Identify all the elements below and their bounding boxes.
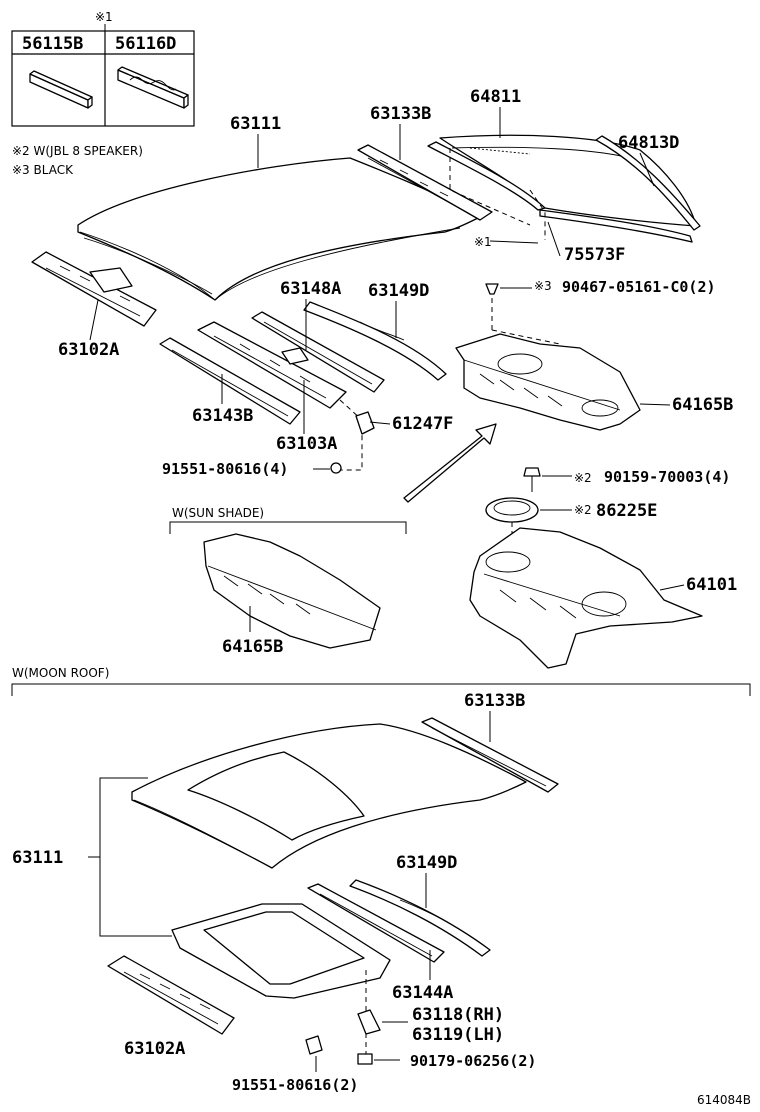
label-90159: 90159-70003(4) (604, 468, 730, 486)
label-91551-top: 91551-80616(4) (162, 460, 288, 478)
emblem-plate-plain-icon (29, 70, 93, 109)
diagram-code: 614084B (697, 1093, 751, 1107)
bracket-63118-icon (357, 1009, 381, 1035)
moon-roof-bows-illustration (307, 879, 491, 963)
clip-91551-moon-icon (305, 1035, 323, 1055)
variant-table: ※1 56115B 56116D (11, 10, 195, 127)
label-63119: 63119(LH) (412, 1025, 504, 1045)
table-col-56116d: 56116D (115, 34, 176, 54)
clip-91551-icon (330, 462, 342, 474)
label-86225e: 86225E (596, 501, 657, 521)
label-61247f: 61247F (392, 414, 453, 434)
label-63149d: 63149D (368, 281, 429, 301)
label-90179: 90179-06256(2) (410, 1052, 536, 1070)
label-90467: 90467-05161-C0(2) (562, 278, 716, 296)
label-63148a: 63148A (280, 279, 341, 299)
label-63102a-top: 63102A (58, 340, 119, 360)
sunshade-tray-illustration (203, 533, 381, 649)
label-64165b-top: 64165B (672, 395, 733, 415)
roof-bows-illustration (159, 301, 447, 425)
moon-front-header-illustration (107, 955, 235, 1035)
table-note-mark: ※1 (95, 10, 113, 24)
bolt-90159-icon (523, 467, 541, 492)
direction-arrow-icon (403, 423, 497, 503)
label-63102a-moon: 63102A (124, 1039, 185, 1059)
label-91551-moon: 91551-80616(2) (232, 1076, 358, 1094)
label-64811: 64811 (470, 87, 521, 107)
speaker-86225e-icon (485, 497, 539, 523)
note-jbl-speaker: ※2 W(JBL 8 SPEAKER) (12, 144, 143, 158)
label-63118: 63118(RH) (412, 1005, 504, 1025)
label-63144a: 63144A (392, 983, 453, 1003)
label-63149d-moon: 63149D (396, 853, 457, 873)
sun-shade-title: W(SUN SHADE) (172, 506, 264, 520)
sunroof-frame-illustration (171, 903, 391, 999)
label-63133b-moon: 63133B (464, 691, 525, 711)
package-tray-panel-illustration (469, 527, 703, 669)
label-64813d: 64813D (618, 133, 679, 153)
moon-roof-rail-illustration (421, 717, 559, 793)
note-black: ※3 BLACK (12, 163, 74, 177)
label-75573f: 75573F (564, 245, 625, 265)
bracket-61247f-icon (355, 411, 375, 435)
rear-rail-illustration (357, 144, 493, 221)
label-63111-moon: 63111 (12, 848, 63, 868)
mark-note-3: ※3 (534, 279, 552, 293)
mark-note-1: ※1 (474, 235, 492, 249)
label-64165b-sunshade: 64165B (222, 637, 283, 657)
mark-note-2a: ※2 (574, 471, 592, 485)
moon-roof-panel-illustration (131, 723, 527, 869)
label-64101: 64101 (686, 575, 737, 595)
label-63111: 63111 (230, 114, 281, 134)
mark-note-2b: ※2 (574, 503, 592, 517)
moon-roof-title: W(MOON ROOF) (12, 666, 109, 680)
table-col-56115b: 56115B (22, 34, 83, 54)
clip-90467-icon (485, 283, 499, 295)
package-tray-trim-illustration (455, 333, 641, 431)
label-63133b: 63133B (370, 104, 431, 124)
label-63103a: 63103A (276, 434, 337, 454)
emblem-plate-script-icon (117, 66, 189, 109)
nut-90179-icon (357, 1053, 373, 1065)
roof-panel-illustration (77, 157, 483, 301)
label-63143b: 63143B (192, 406, 253, 426)
front-header-illustration (31, 251, 157, 327)
rear-glass-illustration (427, 134, 701, 243)
